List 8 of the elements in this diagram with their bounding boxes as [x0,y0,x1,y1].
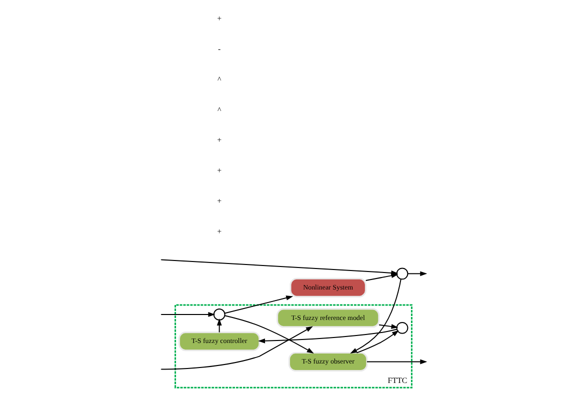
label: + [216,166,222,176]
label: + [216,226,222,236]
label: ^ [216,74,221,84]
label: ^ [216,105,221,114]
label: + [216,136,222,145]
label: + [216,196,222,206]
label: + [216,14,222,24]
label: - [218,44,220,54]
